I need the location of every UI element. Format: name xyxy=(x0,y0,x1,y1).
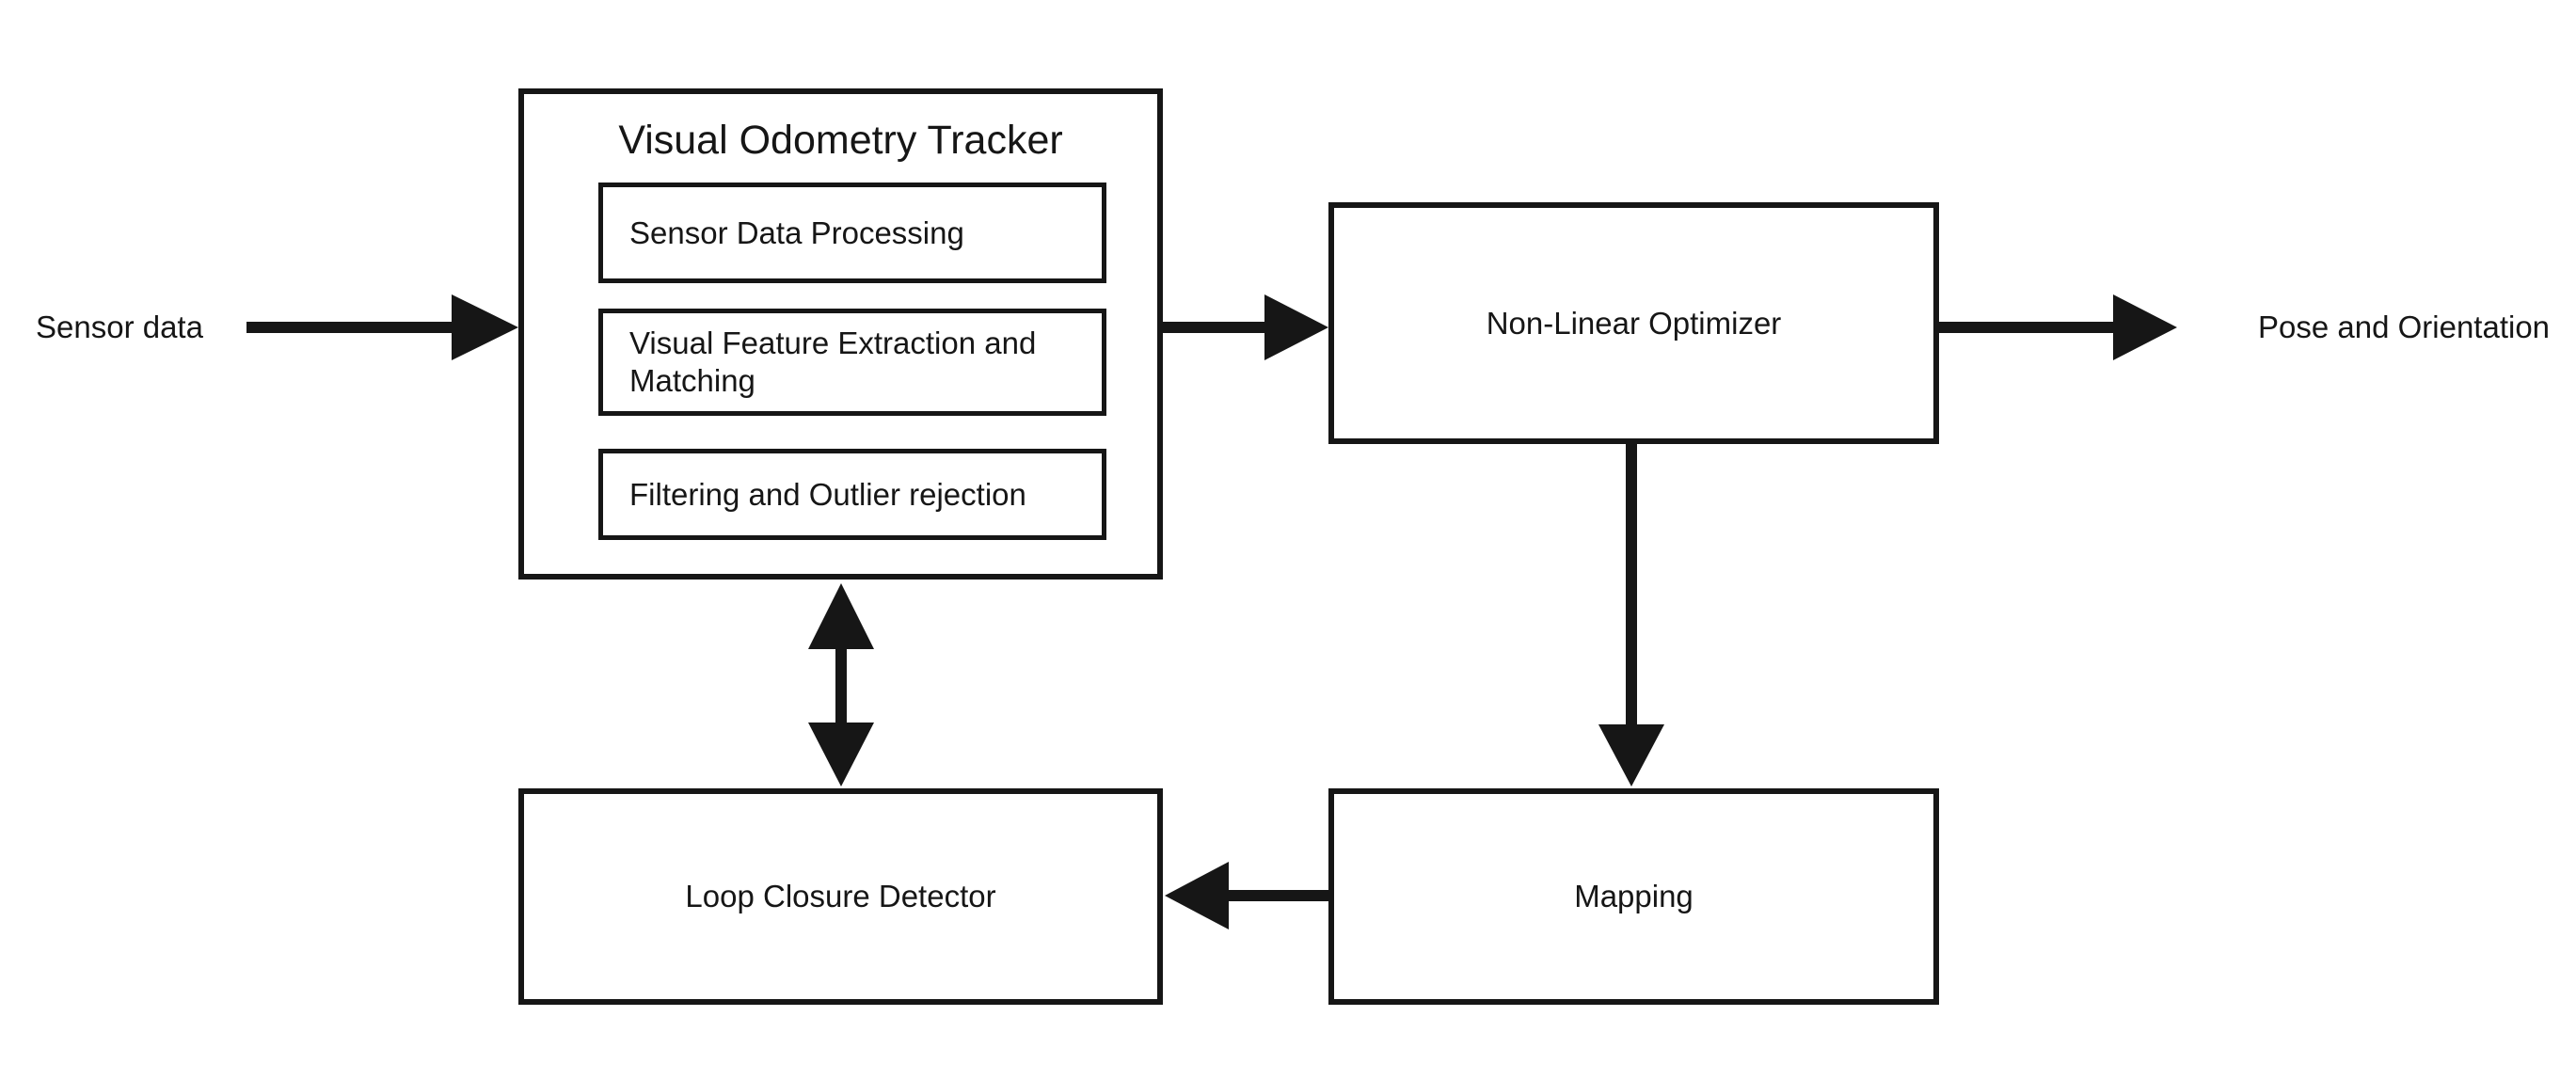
sensor-data-processing-label: Sensor Data Processing xyxy=(629,214,964,250)
loop-closure-detector-label: Loop Closure Detector xyxy=(685,879,996,913)
non-linear-optimizer-label: Non-Linear Optimizer xyxy=(1486,305,1782,341)
arrow-non-linear-optimizer-to-pose-and-orientation xyxy=(1939,294,2177,360)
visual-odometry-tracker-box: Visual Odometry Tracker Sensor Data Proc… xyxy=(518,88,1163,580)
filtering-outlier-rejection-label: Filtering and Outlier rejection xyxy=(629,476,1026,512)
mapping-box: Mapping xyxy=(1328,788,1939,1005)
visual-odometry-tracker-title: Visual Odometry Tracker xyxy=(618,118,1063,163)
arrow-visual-odometry-tracker-to-non-linear-optimizer xyxy=(1163,294,1328,360)
arrow-non-linear-optimizer-to-mapping xyxy=(1598,444,1664,786)
double-arrow-loop-closure-detector-visual-odometry-tracker xyxy=(808,583,874,786)
sensor-data-processing-box: Sensor Data Processing xyxy=(598,183,1106,283)
arrow-mapping-to-loop-closure-detector xyxy=(1165,862,1328,929)
sensor-data-label: Sensor data xyxy=(36,310,203,344)
loop-closure-detector-box: Loop Closure Detector xyxy=(518,788,1163,1005)
visual-feature-extraction-label: Visual Feature Extraction and Matching xyxy=(629,326,1037,398)
pose-and-orientation-label: Pose and Orientation xyxy=(2258,310,2551,344)
non-linear-optimizer-box: Non-Linear Optimizer xyxy=(1328,202,1939,444)
mapping-label: Mapping xyxy=(1574,879,1693,913)
arrow-sensor-data-to-visual-odometry-tracker xyxy=(246,294,518,360)
visual-feature-extraction-box: Visual Feature Extraction and Matching xyxy=(598,309,1106,416)
filtering-outlier-rejection-box: Filtering and Outlier rejection xyxy=(598,449,1106,540)
